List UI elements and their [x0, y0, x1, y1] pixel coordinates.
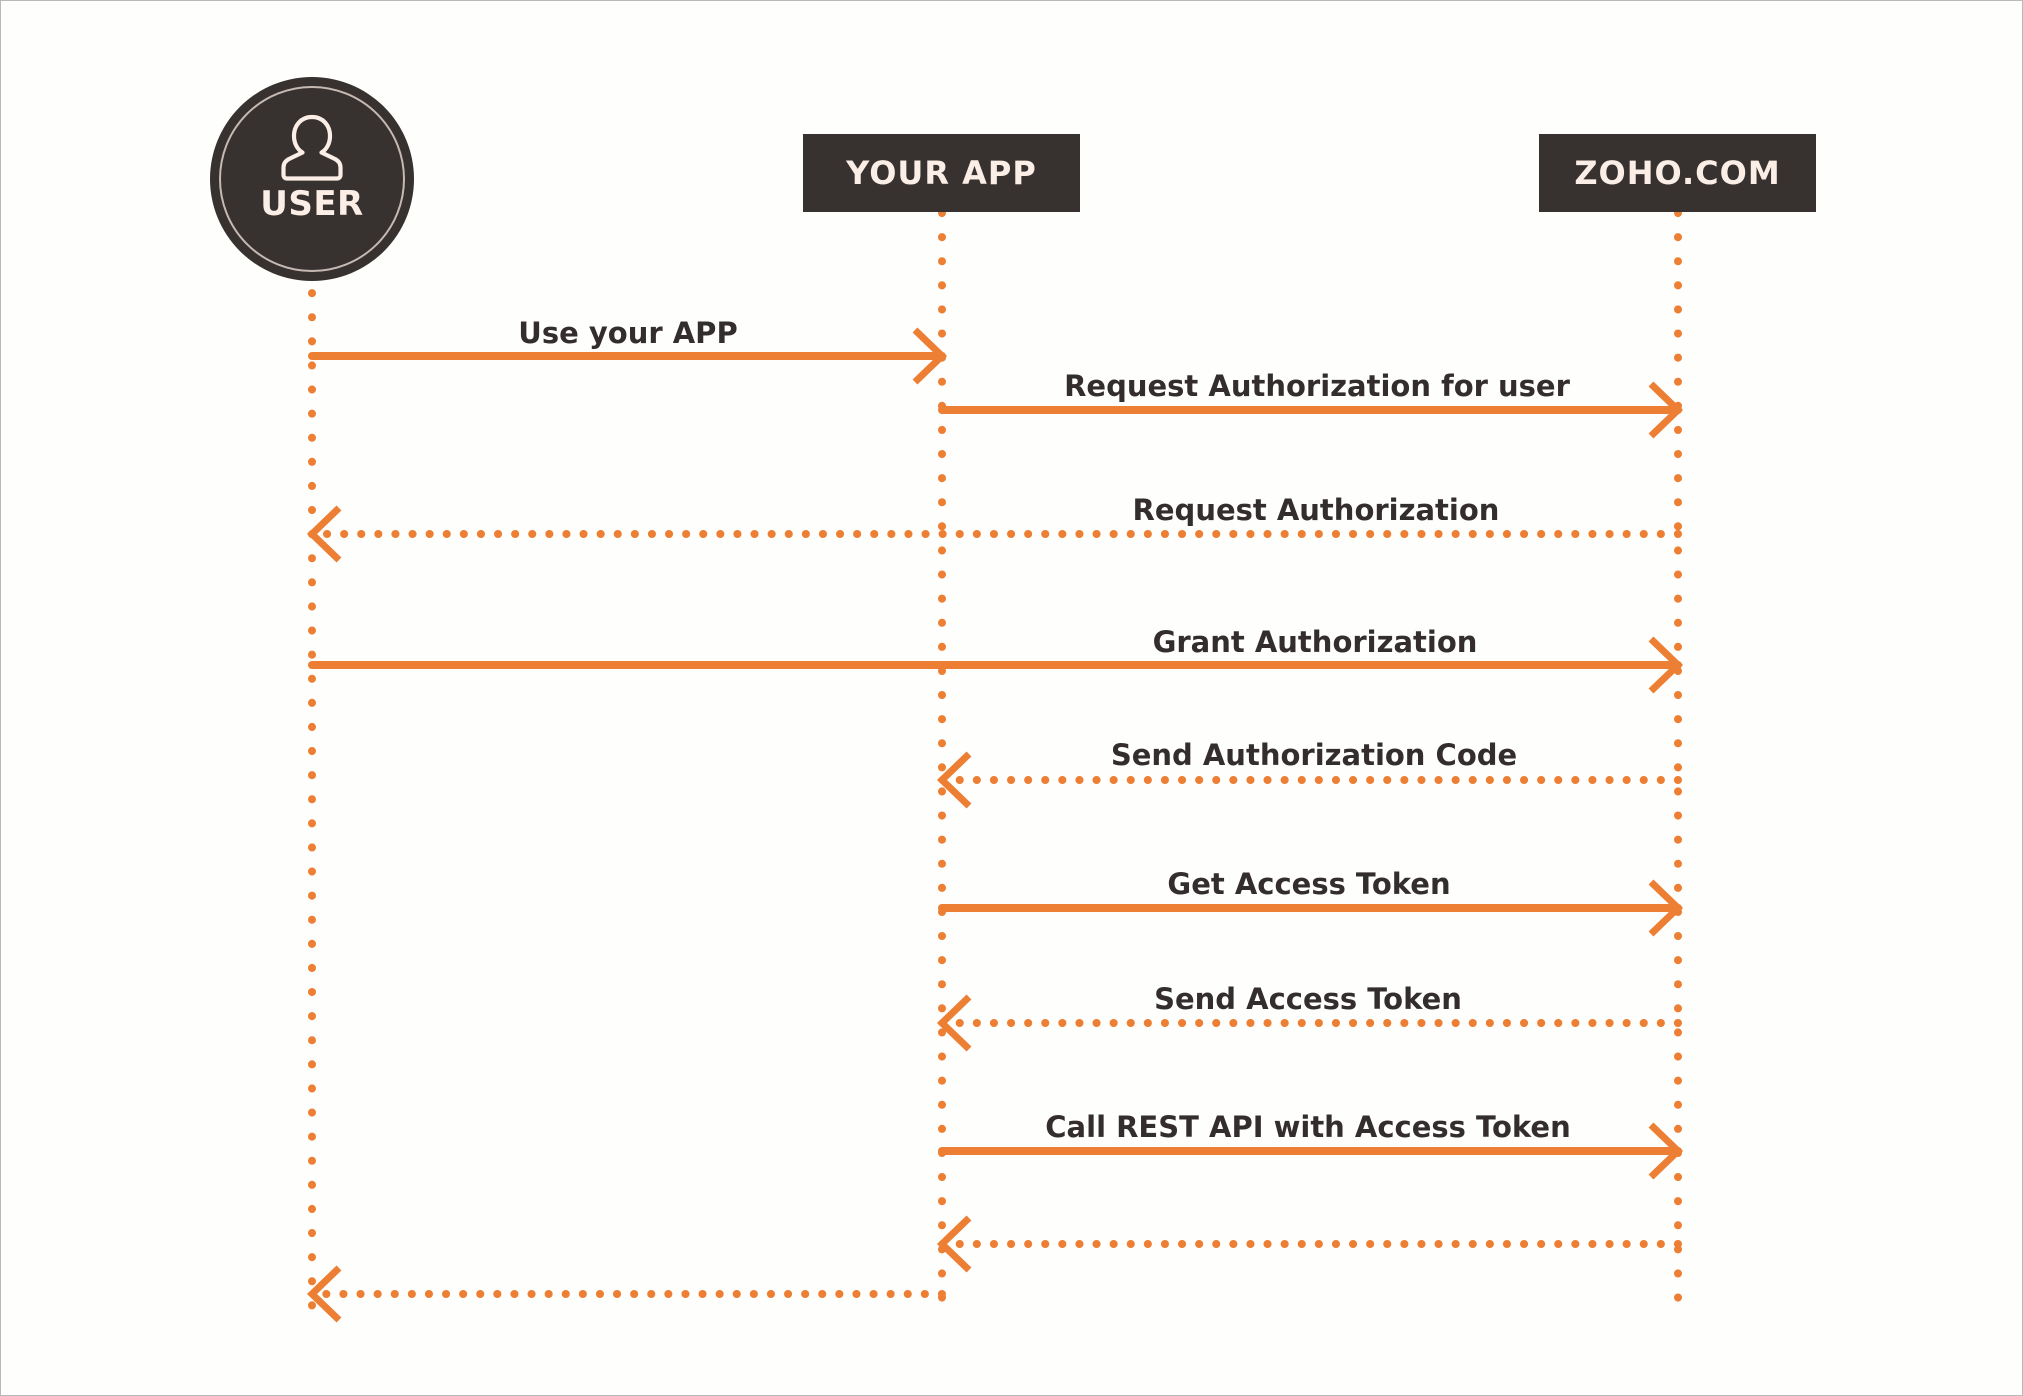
message-arrow-4 — [308, 636, 1684, 694]
actor-user[interactable]: USER — [210, 77, 414, 281]
arrow-head — [912, 327, 948, 385]
arrow-head — [1648, 636, 1684, 694]
message-label-1: Use your APP — [518, 316, 738, 350]
message-label-7: Send Access Token — [1154, 982, 1462, 1016]
message-label-4: Grant Authorization — [1152, 625, 1478, 659]
arrow-head — [1648, 381, 1684, 439]
arrow-head — [936, 1215, 972, 1273]
message-arrow-10 — [306, 1265, 946, 1323]
message-label-3: Request Authorization — [1132, 493, 1500, 527]
actor-user-label: USER — [260, 184, 364, 224]
arrow-head — [306, 1265, 342, 1323]
arrow-head — [1648, 879, 1684, 937]
message-arrow-7 — [936, 994, 1682, 1052]
actor-your-app[interactable]: YOUR APP — [803, 134, 1080, 212]
message-arrow-3 — [306, 505, 1682, 563]
message-arrow-5 — [936, 751, 1682, 809]
message-label-5: Send Authorization Code — [1110, 738, 1518, 772]
message-arrow-2 — [938, 381, 1684, 439]
arrow-head — [306, 505, 342, 563]
messages-group — [306, 327, 1684, 1323]
actor-zoho-label: ZOHO.COM — [1574, 154, 1781, 192]
arrow-head — [1648, 1122, 1684, 1180]
message-label-8: Call REST API with Access Token — [1045, 1110, 1571, 1144]
message-arrow-6 — [938, 879, 1684, 937]
person-icon — [281, 114, 343, 181]
actor-zoho[interactable]: ZOHO.COM — [1539, 134, 1816, 212]
message-arrow-9 — [936, 1215, 1682, 1273]
message-label-2: Request Authorization for user — [1064, 369, 1570, 403]
message-arrow-1 — [308, 327, 948, 385]
message-label-6: Get Access Token — [1167, 867, 1451, 901]
arrow-head — [936, 994, 972, 1052]
lifelines-group — [308, 209, 1682, 1325]
actor-your-app-label: YOUR APP — [846, 154, 1037, 192]
arrow-head — [936, 751, 972, 809]
message-arrow-8 — [938, 1122, 1684, 1180]
